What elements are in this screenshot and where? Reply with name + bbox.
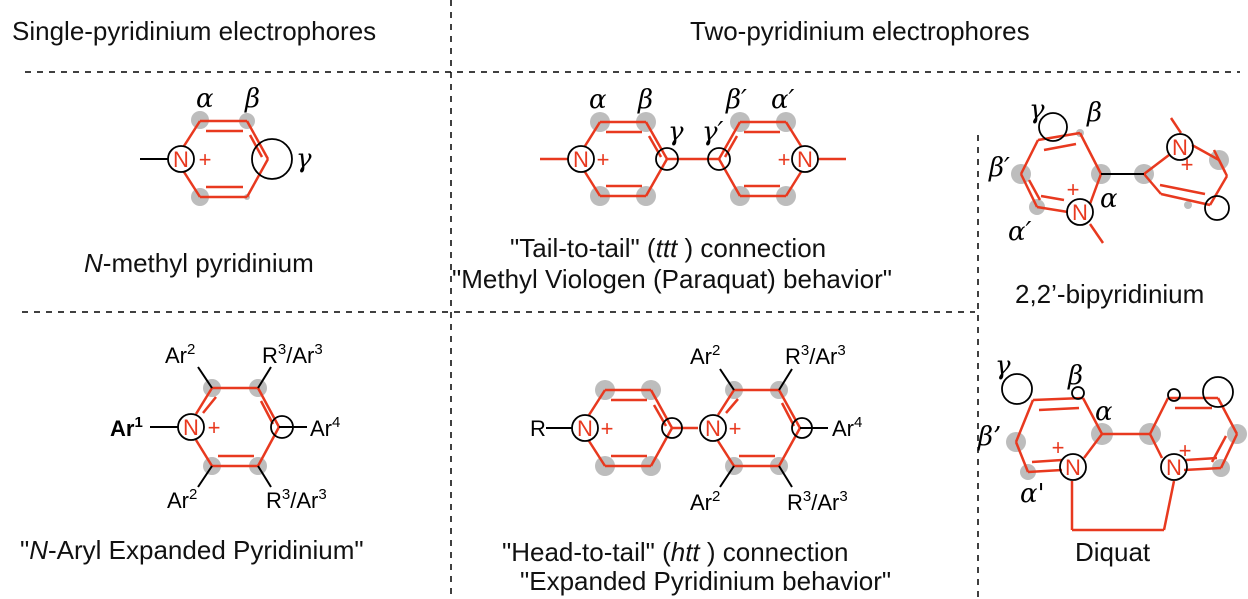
plus-charge: + <box>199 147 212 172</box>
svg-text:Ar4: Ar4 <box>832 414 862 441</box>
r3-bottom-label: R3/Ar3 <box>266 486 327 513</box>
ring-bonds <box>182 119 270 199</box>
svg-text:R3/Ar3: R3/Ar3 <box>785 342 846 369</box>
n-circle <box>167 145 195 173</box>
ttt-structure: N + N + α β γ γ′ β′ α′ <box>540 85 846 206</box>
svg-text:α': α' <box>1020 479 1045 509</box>
ar1-label: Ar1 <box>110 414 143 441</box>
caption-ttt-line1: "Tail-to-tail" (ttt ) connection <box>510 233 827 263</box>
n-methyl-pyridinium-structure: N + α β γ <box>140 84 312 206</box>
svg-text:α: α <box>1100 184 1118 214</box>
label-alpha: α <box>196 84 214 114</box>
divider-lines <box>22 0 1240 599</box>
svg-text:α′: α′ <box>1008 217 1032 247</box>
r3-top-label: R3/Ar3 <box>262 341 323 368</box>
svg-text:γ: γ <box>995 351 1011 381</box>
gamma-circle <box>251 138 293 180</box>
svg-text:β: β <box>1067 361 1083 391</box>
label-gamma: γ <box>296 144 312 174</box>
label-gamma-prime: γ′ <box>702 117 724 147</box>
svg-text:R3/Ar3: R3/Ar3 <box>787 488 848 515</box>
htt-structure: R N + N + Ar2 R3/Ar3 Ar4 Ar2 R3/Ar3 <box>530 342 862 515</box>
svg-text:β’: β’ <box>977 422 1001 452</box>
svg-text:α: α <box>1095 397 1113 427</box>
n-aryl-expanded-structure: N + Ar1 Ar2 R3/Ar3 Ar4 Ar2 R3/Ar3 <box>110 341 340 513</box>
caption-bipyridinium: 2,2’-bipyridinium <box>1015 279 1205 309</box>
svg-text:+: + <box>601 416 614 441</box>
label-alpha-prime: α′ <box>771 85 795 115</box>
label-gamma: γ <box>668 117 684 147</box>
svg-text:+: + <box>729 416 742 441</box>
svg-text:N: N <box>705 416 721 441</box>
svg-text:β: β <box>1086 98 1102 128</box>
label-beta: β <box>244 84 260 114</box>
svg-text:+: + <box>778 147 791 172</box>
caption-n-aryl-expanded: "N-Aryl Expanded Pyridinium" <box>20 535 364 565</box>
svg-text:N: N <box>1065 455 1081 480</box>
label-beta-prime: β′ <box>725 85 747 115</box>
svg-text:+: + <box>1067 177 1080 202</box>
svg-text:γ: γ <box>1029 95 1045 125</box>
r-label: R <box>530 416 546 441</box>
n-atom-left: N <box>573 147 589 172</box>
svg-text:Ar2: Ar2 <box>690 342 720 369</box>
diquat-structure: N + N + γ β α β’ α' <box>977 351 1247 532</box>
svg-text:+: + <box>1052 435 1065 460</box>
svg-text:N: N <box>1172 135 1188 160</box>
caption-ttt-line2: "Methyl Viologen (Paraquat) behavior" <box>452 264 893 294</box>
svg-text:β′: β′ <box>988 153 1010 183</box>
ar2-top-label: Ar2 <box>165 341 195 368</box>
bipyridinium-structure: N + N + γ β β′ α α′ <box>988 95 1230 247</box>
ttt-ring-bonds <box>583 120 803 198</box>
svg-text:Ar2: Ar2 <box>690 488 720 515</box>
header-two-pyridinium: Two-pyridinium electrophores <box>690 16 1030 46</box>
svg-text:N: N <box>183 415 199 440</box>
caption-htt-line1: "Head-to-tail" (htt ) connection <box>502 537 849 567</box>
ar2-bottom-label: Ar2 <box>167 486 197 513</box>
svg-text:+: + <box>597 147 610 172</box>
svg-text:+: + <box>208 415 221 440</box>
caption-diquat: Diquat <box>1075 537 1151 567</box>
caption-htt-line2: "Expanded Pyridinium behavior" <box>520 566 892 596</box>
n-atom-right: N <box>797 147 813 172</box>
n-atom: N <box>173 147 189 172</box>
label-alpha: α <box>589 85 607 115</box>
header-single-pyridinium: Single-pyridinium electrophores <box>12 16 377 46</box>
ar4-label: Ar4 <box>310 414 340 441</box>
svg-text:N: N <box>1166 455 1182 480</box>
svg-text:+: + <box>1179 438 1192 463</box>
svg-text:N: N <box>1072 200 1088 225</box>
svg-text:+: + <box>1181 152 1194 177</box>
label-beta: β <box>637 85 653 115</box>
svg-text:N: N <box>577 416 593 441</box>
caption-n-methyl-pyridinium: N-methyl pyridinium <box>84 248 314 278</box>
